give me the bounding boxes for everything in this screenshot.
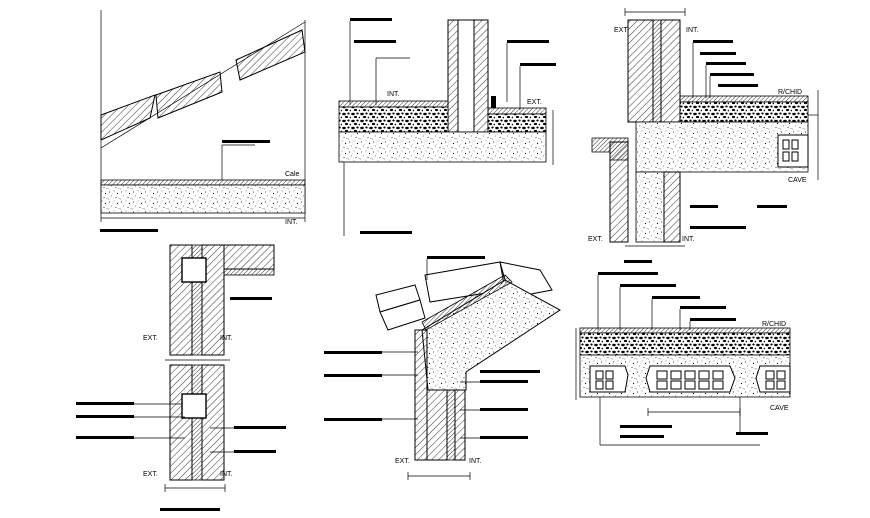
wall-leaf: [627, 19, 654, 123]
label-rchid-top: R/CHID: [778, 89, 802, 96]
label-int-mid: INT.: [387, 91, 400, 98]
roof-tile: [155, 71, 223, 119]
label-rchid-bottom: R/CHID: [762, 321, 786, 328]
label-int-bl: INT.: [220, 335, 233, 342]
wall-leaf: [201, 244, 225, 356]
label-ext-bl: EXT.: [143, 335, 158, 342]
label-cale: Cale: [285, 171, 300, 178]
label-ext-tr: EXT.: [614, 27, 629, 34]
label-cave-top: CAVE: [788, 177, 807, 184]
label-ext-bl-bottom: EXT.: [143, 471, 158, 478]
concrete-slab: [100, 184, 306, 214]
wall-leaf: [473, 19, 489, 133]
lintel-block: [181, 257, 207, 283]
gravel-layer: [679, 101, 809, 123]
concrete-slab: [338, 131, 547, 163]
gravel-layer: [579, 332, 791, 356]
label-cave-bottom: CAVE: [770, 405, 789, 412]
roof-tile: [100, 94, 156, 141]
wall-leaf: [660, 19, 681, 123]
label-int-bm: INT.: [469, 458, 482, 465]
label-int-tr-bottom: INT.: [682, 236, 695, 243]
wall-leaf: [169, 364, 193, 481]
wall-leaf: [201, 364, 225, 481]
column-section: [635, 171, 665, 243]
floor-finish: [679, 95, 809, 103]
detail-hollow-block-slab: R/CHID CAVE: [575, 272, 791, 446]
wall-cavity: [457, 19, 475, 133]
floor-finish: [338, 100, 449, 108]
label-ext-mid: EXT.: [527, 99, 542, 106]
detail-wall-hollow-slab: EXT. INT. R/CHID CAVE EXT. INT.: [588, 8, 819, 263]
gravel-layer: [338, 106, 449, 133]
detail-roof-slope: Cale INT.: [100, 10, 306, 226]
floor-finish: [487, 107, 547, 115]
detail-eave-junction: EXT. INT.: [324, 256, 561, 480]
label-ext-tr-bottom: EXT.: [588, 236, 603, 243]
lintel-block: [181, 393, 207, 419]
label-ext-bm: EXT.: [395, 458, 410, 465]
detail-wall-floor: INT. EXT.: [338, 18, 556, 236]
label-int-bl-bottom: INT.: [220, 471, 233, 478]
detail-wall-section: EXT. INT. EXT. INT.: [76, 229, 286, 511]
gravel-layer: [487, 113, 547, 133]
label-int-tr: INT.: [686, 27, 699, 34]
roof-tile: [235, 29, 306, 81]
slab-finish: [100, 179, 306, 186]
slab-section: [223, 244, 275, 270]
wall-leaf: [447, 19, 459, 133]
floor-finish: [579, 327, 791, 334]
label-int: INT.: [285, 219, 298, 226]
wall-leaf: [426, 389, 448, 461]
wall-leaf: [414, 329, 428, 461]
